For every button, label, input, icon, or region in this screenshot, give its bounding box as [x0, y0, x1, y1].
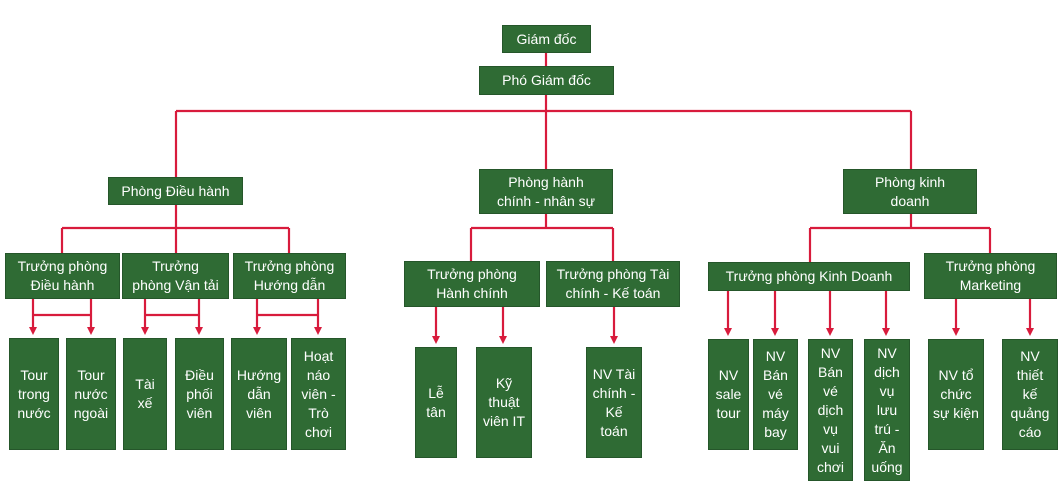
staff-ad-design-box: NV thiết kế quảng cáo [1002, 339, 1058, 450]
staff-entertainment-ticket-box: NV Bán vé dịch vụ vui chơi [808, 339, 853, 481]
head-guide-box: Trưởng phòng Hướng dẫn [233, 253, 346, 299]
staff-coordinator-box: Điều phối viên [175, 338, 224, 450]
staff-air-ticket-box: NV Bán vé máy bay [753, 339, 798, 450]
head-transport-box: Trưởng phòng Vận tải [122, 253, 229, 299]
staff-driver-box: Tài xế [123, 338, 167, 450]
staff-entertainer-box: Hoạt náo viên - Trò chơi [291, 338, 346, 450]
head-admin-box: Trưởng phòng Hành chính [404, 261, 540, 307]
deputy-director-box: Phó Giám đốc [479, 66, 614, 95]
head-operations-box: Trưởng phòng Điều hành [5, 253, 120, 299]
business-department-box: Phòng kinh doanh [843, 169, 977, 214]
staff-tour-guide-box: Hướng dẫn viên [231, 338, 287, 450]
staff-receptionist-box: Lễ tân [415, 347, 457, 458]
operations-department-box: Phòng Điều hành [108, 177, 243, 205]
admin-hr-department-box: Phòng hành chính - nhân sự [479, 169, 613, 214]
staff-it-technician-box: Kỹ thuật viên IT [476, 347, 532, 458]
head-sales-box: Trưởng phòng Kinh Doanh [708, 262, 910, 291]
head-finance-box: Trưởng phòng Tài chính - Kế toán [546, 261, 680, 307]
head-marketing-box: Trưởng phòng Marketing [924, 253, 1057, 299]
staff-event-box: NV tổ chức sự kiện [928, 339, 984, 450]
staff-accommodation-box: NV dịch vụ lưu trú - Ăn uống [864, 339, 910, 481]
staff-finance-accounting-box: NV Tài chính - Kế toán [586, 347, 642, 458]
staff-domestic-tour-box: Tour trong nước [9, 338, 59, 450]
director-box: Giám đốc [502, 25, 591, 53]
staff-foreign-tour-box: Tour nước ngoài [66, 338, 116, 450]
staff-sales-tour-box: NV sale tour [708, 339, 749, 450]
